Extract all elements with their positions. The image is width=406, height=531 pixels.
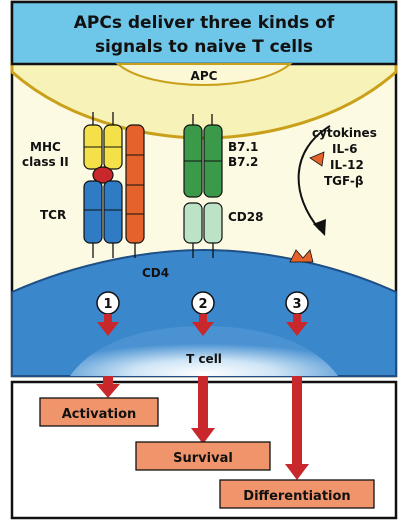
b7 <box>183 114 223 198</box>
title-line-1: APCs deliver three kinds of <box>74 13 335 33</box>
signal-3-marker: 3 <box>285 291 309 336</box>
signal-2-marker: 2 <box>191 291 215 336</box>
outcome-label: Activation <box>62 407 137 422</box>
outcome-label: Differentiation <box>243 489 350 504</box>
signal-number: 2 <box>198 297 207 312</box>
b71-label: B7.1 <box>228 140 258 154</box>
cd4-label: CD4 <box>142 266 169 280</box>
mhc-class-ii <box>83 124 123 170</box>
tcr-label: TCR <box>40 208 66 222</box>
t-cell-label: T cell <box>186 352 222 366</box>
arrow-to-survival <box>191 376 215 444</box>
cytokine-item: IL-12 <box>330 158 364 172</box>
apc-label: APC <box>191 69 218 83</box>
b72-label: B7.2 <box>228 155 258 169</box>
cd28 <box>183 202 223 258</box>
tcr <box>83 180 123 258</box>
cytokine-item: TGF-β <box>324 174 364 188</box>
peptide <box>92 166 114 184</box>
cd28-label: CD28 <box>228 210 263 224</box>
signal-1-marker: 1 <box>96 291 120 336</box>
cytokines-heading: cytokines <box>312 126 377 140</box>
signal-number: 1 <box>103 297 112 312</box>
arrow-to-activation <box>96 376 120 398</box>
apc-inner-dome <box>115 63 293 86</box>
cytokine-receptor <box>289 249 314 263</box>
mhc-label-line-2: class II <box>22 155 69 169</box>
signal-number: 3 <box>292 297 301 312</box>
cytokine-molecule <box>309 151 325 167</box>
mhc-label-line-1: MHC <box>30 140 61 154</box>
outcome-box-survival <box>135 441 271 471</box>
outcome-box-activation <box>39 397 159 427</box>
outcome-label: Survival <box>173 451 233 466</box>
title-line-2: signals to naive T cells <box>95 37 313 57</box>
t-cell-interior <box>70 326 338 376</box>
cytokine-arrow <box>297 125 331 231</box>
cd4 <box>125 124 145 258</box>
cytokine-item: IL-6 <box>332 142 357 156</box>
arrow-to-differentiation <box>285 376 309 480</box>
outcome-box-differentiation <box>219 479 375 509</box>
cytokine-arrowhead <box>313 219 326 236</box>
